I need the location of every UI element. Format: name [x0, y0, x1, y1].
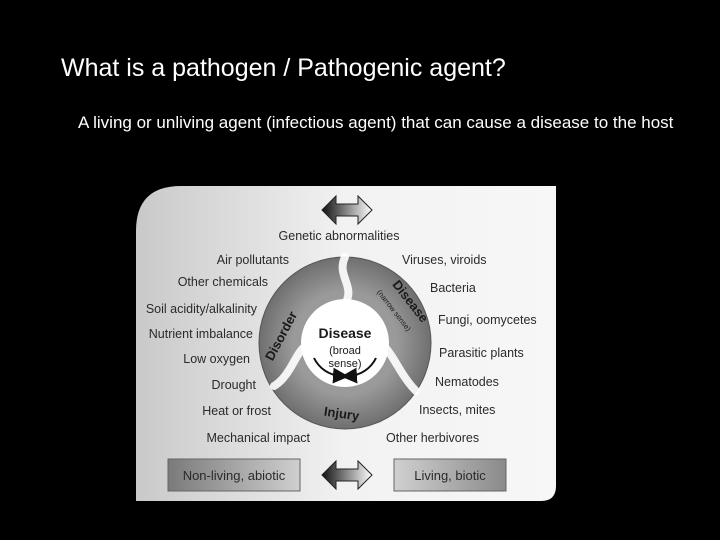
box-non-living-abiotic: Non-living, abiotic [167, 458, 301, 492]
label-viruses-viroids: Viruses, viroids [402, 253, 487, 267]
label-genetic-abnormalities: Genetic abnormalities [279, 229, 400, 243]
label-other-herbivores: Other herbivores [386, 431, 479, 445]
label-drought: Drought [212, 378, 257, 392]
double-arrow-top [321, 194, 373, 226]
double-arrow-bottom [321, 459, 373, 491]
label-other-chemicals: Other chemicals [178, 275, 268, 289]
label-nematodes: Nematodes [435, 375, 499, 389]
label-mechanical-impact: Mechanical impact [206, 431, 310, 445]
label-low-oxygen: Low oxygen [183, 352, 250, 366]
label-air-pollutants: Air pollutants [217, 253, 289, 267]
center-title-disease: Disease [319, 325, 372, 341]
label-heat-or-frost: Heat or frost [202, 404, 271, 418]
ring-label-injury: Injury [323, 404, 361, 424]
box-living-biotic: Living, biotic [393, 458, 507, 492]
box-non-living-label: Non-living, abiotic [183, 468, 286, 483]
label-parasitic-plants: Parasitic plants [439, 346, 524, 360]
label-insects-mites: Insects, mites [419, 403, 495, 417]
label-soil-acidity: Soil acidity/alkalinity [146, 302, 258, 316]
label-bacteria: Bacteria [430, 281, 476, 295]
disease-causes-diagram: Genetic abnormalities Air pollutants Oth… [136, 186, 556, 501]
slide-title: What is a pathogen / Pathogenic agent? [61, 54, 506, 82]
disease-ring [258, 253, 432, 430]
slide-definition-text: A living or unliving agent (infectious a… [78, 113, 674, 132]
label-fungi-oomycetes: Fungi, oomycetes [438, 313, 537, 327]
center-sub-sense: sense) [328, 358, 361, 370]
label-nutrient-imbalance: Nutrient imbalance [149, 327, 253, 341]
box-living-label: Living, biotic [414, 468, 486, 483]
center-sub-broad: (broad [329, 345, 361, 357]
